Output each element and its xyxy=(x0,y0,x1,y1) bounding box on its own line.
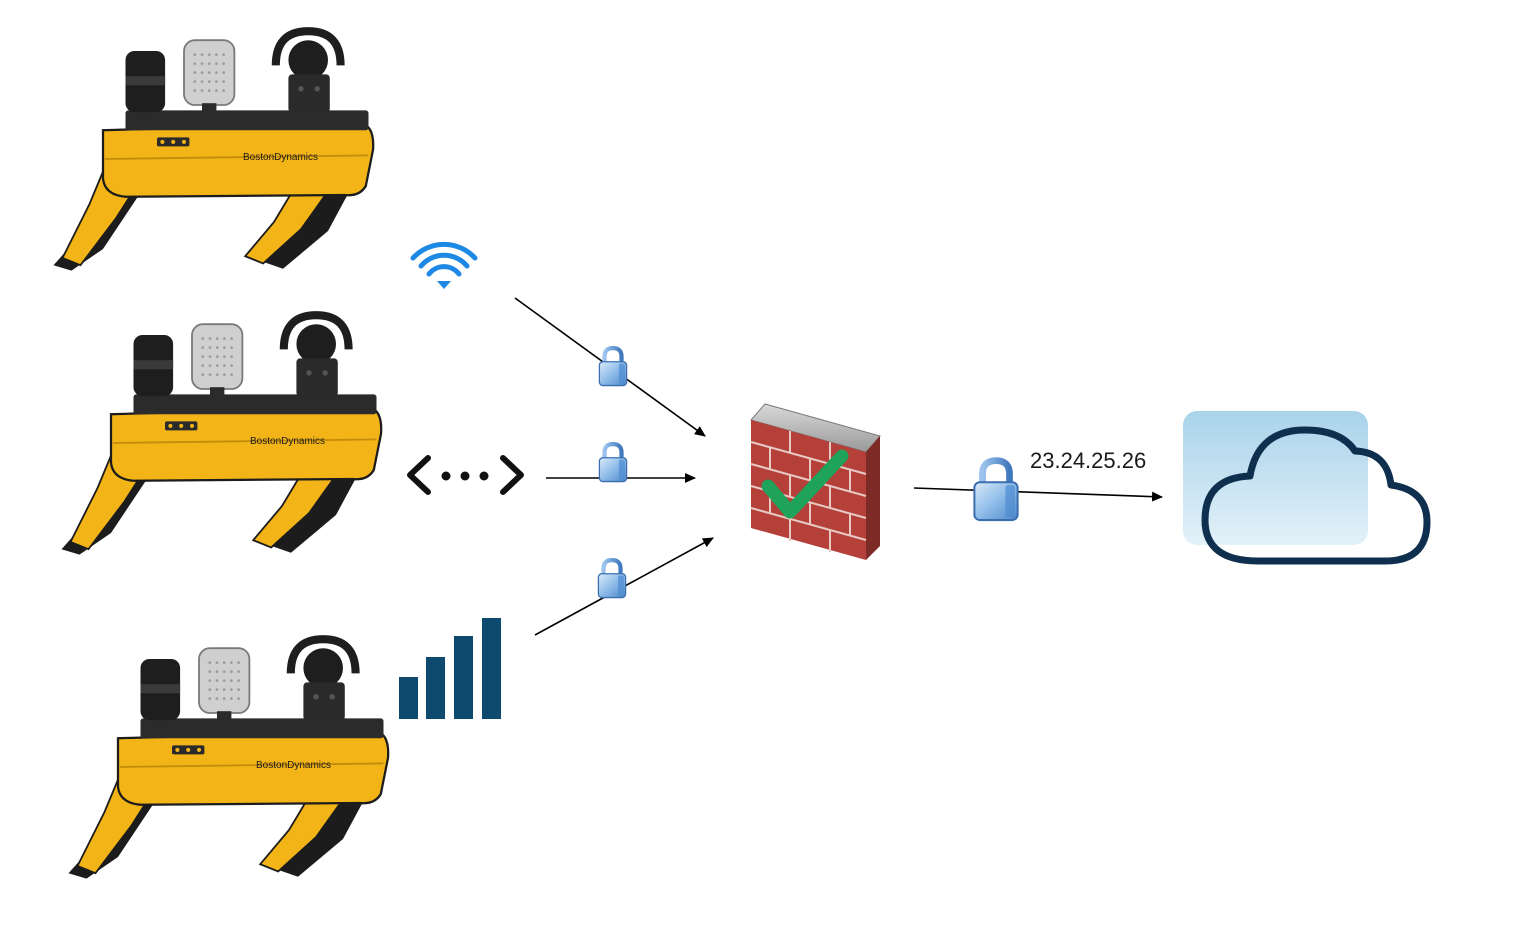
lock-icon xyxy=(598,560,625,597)
robot-3: BostonDynamics xyxy=(69,639,389,878)
robot-1-brand-label: BostonDynamics xyxy=(243,152,318,163)
robot-3-brand-label: BostonDynamics xyxy=(256,760,331,771)
code-arrows-icon xyxy=(407,455,524,495)
wifi-icon xyxy=(410,241,478,289)
ip-address-label: 23.24.25.26 xyxy=(1030,448,1146,473)
lock-icon xyxy=(599,444,626,481)
cellular-signal-icon xyxy=(399,618,501,719)
lock-icon xyxy=(974,461,1017,520)
firewall-icon xyxy=(750,403,881,560)
robot-2: BostonDynamics xyxy=(62,315,382,554)
robot-2-brand-label: BostonDynamics xyxy=(250,436,325,447)
cloud-icon xyxy=(1183,411,1431,565)
robot-1: BostonDynamics xyxy=(54,31,374,270)
lock-icon xyxy=(599,348,626,385)
uplink-arrow xyxy=(913,487,1163,502)
